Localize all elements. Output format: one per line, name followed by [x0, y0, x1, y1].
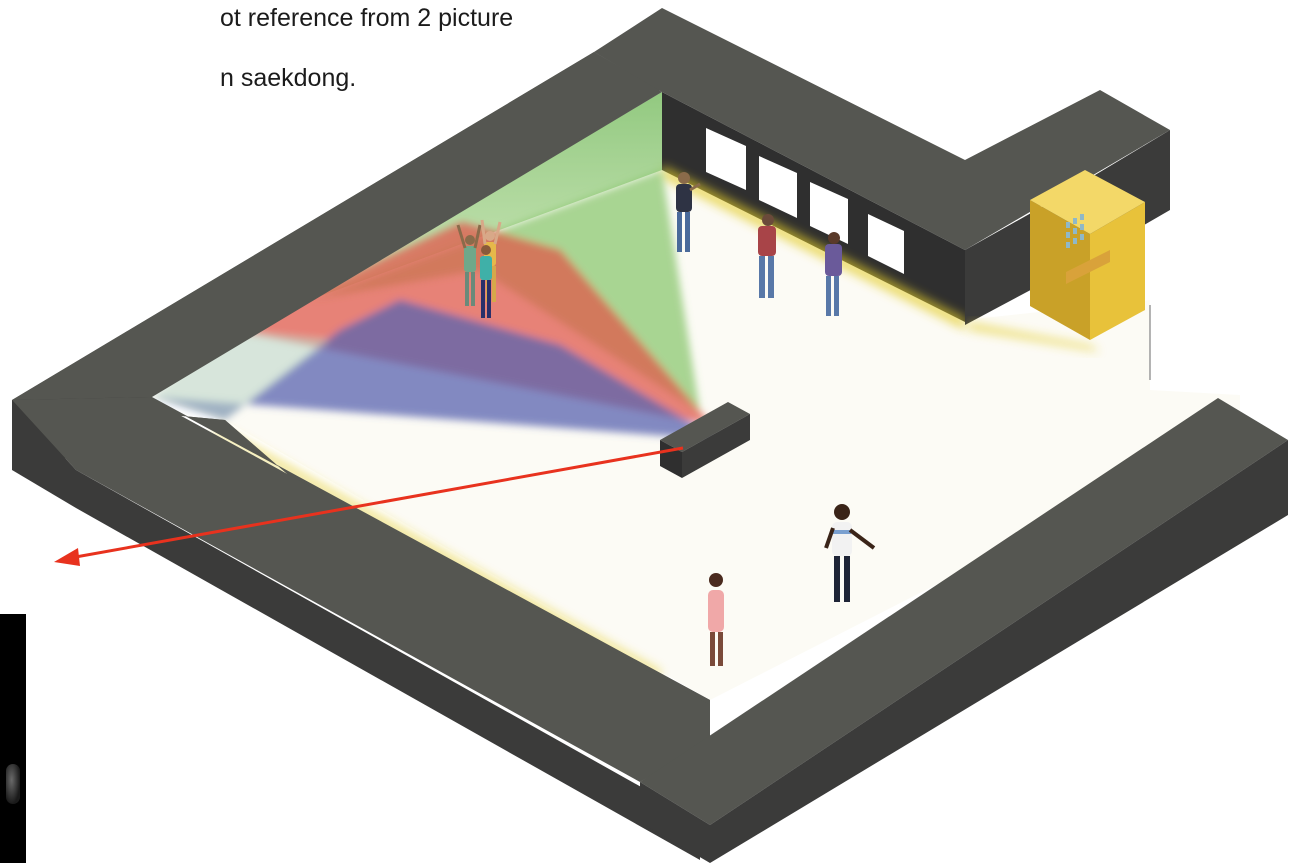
reference-photo-crop: [0, 614, 26, 863]
photo-highlight: [6, 764, 20, 804]
